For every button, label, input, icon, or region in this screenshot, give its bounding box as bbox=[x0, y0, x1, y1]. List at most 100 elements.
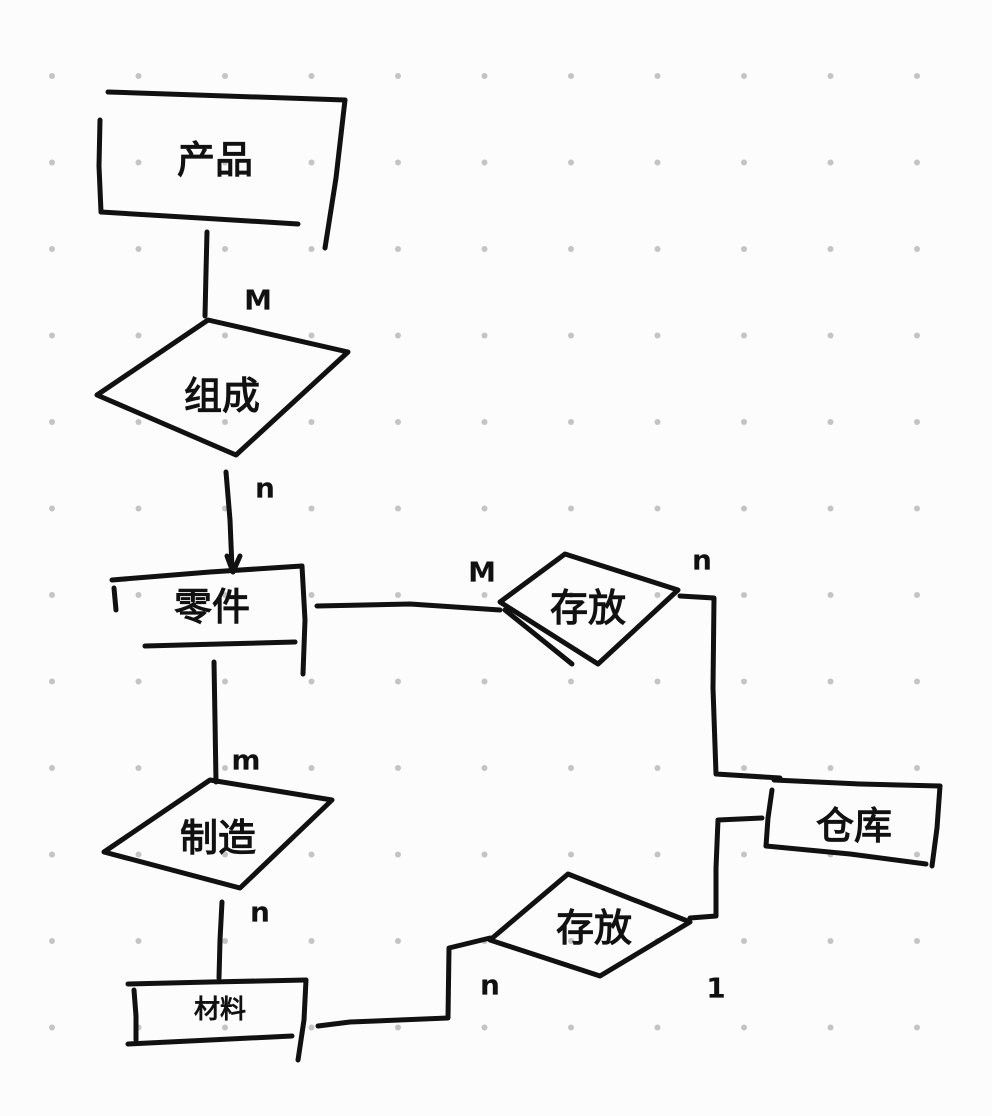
grid-dot bbox=[308, 678, 315, 685]
grid-dot bbox=[914, 592, 920, 598]
grid-dot bbox=[741, 851, 747, 858]
grid-dot bbox=[568, 246, 574, 252]
grid-dot bbox=[914, 765, 920, 771]
grid-dot bbox=[568, 851, 574, 858]
relationship-store-part: 存放 bbox=[497, 551, 681, 667]
grid-dot bbox=[568, 159, 574, 166]
entity-part-label: 零件 bbox=[174, 585, 250, 629]
grid-dot bbox=[741, 1024, 747, 1031]
grid-dot bbox=[568, 938, 574, 944]
grid-dot bbox=[308, 73, 315, 79]
grid-dot bbox=[568, 1024, 574, 1031]
grid-dot bbox=[395, 592, 401, 598]
grid-dot bbox=[741, 938, 747, 944]
grid-dot bbox=[654, 1024, 661, 1031]
cardinality-compose-part: n bbox=[255, 472, 275, 505]
cardinality-make-part: m bbox=[231, 744, 260, 777]
entity-material-label: 材料 bbox=[194, 995, 246, 1025]
grid-dot bbox=[222, 419, 228, 425]
grid-dot bbox=[481, 678, 488, 685]
grid-dot bbox=[135, 678, 142, 685]
edge-material-store bbox=[315, 935, 493, 1029]
grid-dot bbox=[741, 246, 747, 252]
grid-dot bbox=[568, 592, 574, 598]
grid-dot bbox=[395, 332, 401, 339]
grid-dot bbox=[741, 419, 747, 425]
grid-dot bbox=[135, 938, 142, 944]
entity-product-label: 产品 bbox=[177, 138, 253, 182]
grid-dot bbox=[654, 332, 661, 339]
grid-dot bbox=[49, 1024, 55, 1031]
grid-dot bbox=[568, 332, 574, 339]
grid-dot bbox=[741, 159, 747, 166]
grid-dot bbox=[654, 505, 661, 512]
grid-dot bbox=[654, 592, 661, 598]
grid-dot bbox=[222, 332, 228, 339]
grid-dot bbox=[654, 419, 661, 425]
grid-dot bbox=[914, 505, 920, 512]
entity-product: 产品 bbox=[96, 89, 348, 251]
grid-dot bbox=[827, 765, 834, 771]
grid-dot bbox=[827, 1024, 834, 1031]
grid-dot bbox=[395, 1024, 401, 1031]
grid-dot bbox=[654, 246, 661, 252]
grid-dot bbox=[568, 73, 574, 79]
grid-dot bbox=[481, 419, 488, 425]
grid-dot bbox=[914, 73, 920, 79]
entity-warehouse-label: 仓库 bbox=[816, 804, 892, 848]
grid-dot bbox=[222, 73, 228, 79]
grid-dot bbox=[827, 73, 834, 79]
relationship-store-material-label: 存放 bbox=[556, 906, 632, 950]
grid-dot bbox=[395, 246, 401, 252]
grid-dot bbox=[568, 419, 574, 425]
grid-dot bbox=[481, 332, 488, 339]
grid-dot bbox=[135, 851, 142, 858]
grid-dot bbox=[395, 938, 401, 944]
grid-dot bbox=[308, 419, 315, 425]
grid-dot bbox=[741, 592, 747, 598]
grid-dot bbox=[741, 73, 747, 79]
edge-make-material bbox=[216, 899, 225, 981]
grid-dot bbox=[308, 1024, 315, 1031]
grid-dot bbox=[222, 1024, 228, 1031]
grid-dot bbox=[222, 938, 228, 944]
grid-dot bbox=[481, 851, 488, 858]
cardinality-store-part-part: M bbox=[468, 556, 496, 589]
grid-dot bbox=[49, 592, 55, 598]
edge-store-material-warehouse bbox=[687, 815, 765, 921]
grid-dot bbox=[308, 592, 315, 598]
grid-dot bbox=[914, 159, 920, 166]
grid-dot bbox=[481, 246, 488, 252]
grid-dot bbox=[308, 505, 315, 512]
grid-dot bbox=[49, 851, 55, 858]
grid-dot bbox=[481, 765, 488, 771]
relationship-compose-label: 组成 bbox=[184, 374, 260, 418]
grid-dot bbox=[827, 419, 834, 425]
grid-dot bbox=[481, 592, 488, 598]
grid-dot bbox=[654, 765, 661, 771]
grid-dot bbox=[49, 938, 55, 944]
grid-dot bbox=[49, 505, 55, 512]
entity-material: 材料 bbox=[125, 977, 309, 1063]
grid-dot bbox=[654, 851, 661, 858]
grid-dot bbox=[741, 505, 747, 512]
grid-dot bbox=[49, 332, 55, 339]
grid-dot bbox=[49, 246, 55, 252]
grid-dot bbox=[49, 419, 55, 425]
grid-dot bbox=[827, 938, 834, 944]
cardinality-make-material: n bbox=[250, 896, 270, 929]
grid-dot bbox=[49, 678, 55, 685]
edge-store-warehouse bbox=[677, 593, 783, 781]
grid-dot bbox=[654, 159, 661, 166]
grid-dot bbox=[827, 505, 834, 512]
grid-dot bbox=[49, 159, 55, 166]
entity-warehouse: 仓库 bbox=[763, 777, 943, 869]
grid-dot bbox=[222, 765, 228, 771]
grid-dot bbox=[135, 419, 142, 425]
grid-dot bbox=[222, 851, 228, 858]
grid-dot bbox=[568, 765, 574, 771]
grid-dot bbox=[654, 73, 661, 79]
edge-part-make bbox=[211, 659, 219, 785]
grid-dot bbox=[741, 332, 747, 339]
